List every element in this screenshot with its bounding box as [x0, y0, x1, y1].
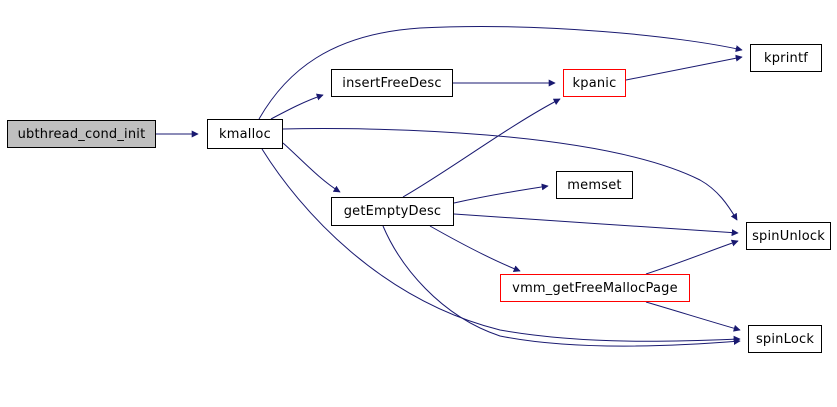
edge-getEmptyDesc-to-spinLock	[382, 225, 741, 347]
node-ubthread_cond_init[interactable]: ubthread_cond_init	[7, 120, 156, 148]
edge-paths	[156, 26, 743, 347]
edge-getEmptyDesc-to-spinUnlock	[453, 213, 739, 237]
edge-kmalloc-to-getEmptyDesc	[282, 142, 341, 193]
node-label-kmalloc: kmalloc	[219, 126, 271, 142]
edge-kmalloc-to-insertFreeDesc	[270, 93, 324, 120]
node-kprintf[interactable]: kprintf	[750, 44, 822, 72]
edge-vmm_getFreeMallocPage-to-spinLock	[645, 301, 741, 332]
node-spinLock[interactable]: spinLock	[748, 325, 822, 353]
node-label-kprintf: kprintf	[763, 50, 809, 66]
edge-getEmptyDesc-to-kpanic	[402, 98, 561, 198]
node-label-kpanic: kpanic	[572, 75, 617, 91]
node-label-vmm_getFreeMallocPage: vmm_getFreeMallocPage	[512, 280, 678, 296]
node-insertFreeDesc[interactable]: insertFreeDesc	[331, 69, 453, 97]
edge-getEmptyDesc-to-vmm_getFreeMallocPage	[429, 225, 521, 272]
node-label-getEmptyDesc: getEmptyDesc	[343, 204, 442, 219]
edge-kmalloc-to-kprintf	[258, 26, 743, 120]
node-getEmptyDesc[interactable]: getEmptyDesc	[331, 197, 454, 226]
node-vmm_getFreeMallocPage[interactable]: vmm_getFreeMallocPage	[500, 274, 690, 302]
node-kpanic[interactable]: kpanic	[563, 69, 626, 97]
node-memset[interactable]: memset	[556, 171, 633, 199]
edge-kmalloc-to-spinUnlock	[282, 128, 738, 221]
node-label-ubthread_cond_init: ubthread_cond_init	[17, 126, 146, 142]
edge-kmalloc-to-spinLock	[261, 148, 741, 343]
node-label-insertFreeDesc: insertFreeDesc	[342, 75, 442, 91]
node-label-spinUnlock: spinUnlock	[752, 228, 825, 244]
edge-vmm_getFreeMallocPage-to-spinUnlock	[645, 239, 739, 275]
node-label-spinLock: spinLock	[755, 331, 815, 347]
node-spinUnlock[interactable]: spinUnlock	[746, 222, 831, 250]
edge-getEmptyDesc-to-memset	[453, 183, 549, 204]
edge-kpanic-to-kprintf	[625, 54, 743, 81]
node-label-memset: memset	[567, 177, 622, 193]
node-kmalloc[interactable]: kmalloc	[207, 119, 283, 149]
